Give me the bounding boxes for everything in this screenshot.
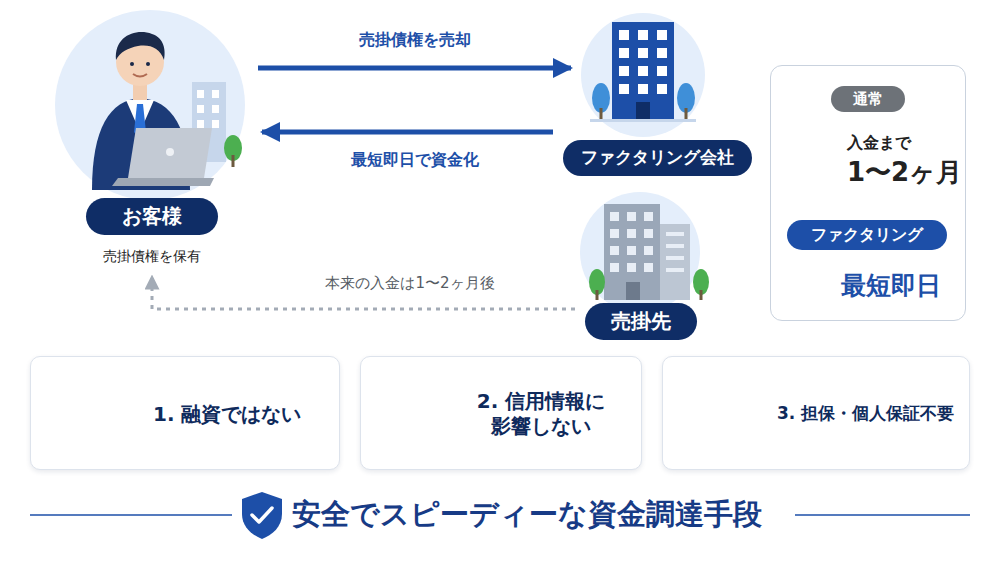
factoring-building-illustration xyxy=(581,13,705,137)
shape-rect xyxy=(666,268,684,272)
feature-text: 1. 融資ではない xyxy=(153,402,301,427)
shape-rect xyxy=(604,204,660,300)
feature-card: 1. 融資ではない xyxy=(30,356,340,470)
client-node: 売掛先 xyxy=(580,190,704,342)
shape-rect xyxy=(627,212,636,221)
shape-rect xyxy=(657,48,667,58)
pill-text: ファクタリング xyxy=(811,225,923,245)
customer-illustration xyxy=(55,10,245,200)
shape-rect xyxy=(212,90,219,98)
shape-circle xyxy=(166,148,174,156)
shape-rect xyxy=(638,84,648,94)
flow-arrow xyxy=(258,66,571,71)
client-pill: 売掛先 xyxy=(585,303,697,340)
shape-circle xyxy=(55,10,245,200)
shape-path xyxy=(242,492,282,539)
shape-rect xyxy=(197,105,204,113)
shape-path xyxy=(133,74,147,77)
shape-circle xyxy=(580,192,700,312)
tagline: 安全でスピーディーな資金調達手段 xyxy=(292,496,762,532)
shape-rect xyxy=(619,84,629,94)
shape-rect xyxy=(644,229,653,238)
feature-text: 3. 担保・個人保証不要 xyxy=(777,403,954,424)
shape-rect xyxy=(212,120,219,128)
shape-path xyxy=(116,32,165,60)
feature-card: 3. 担保・個人保証不要 xyxy=(662,356,970,470)
shape-rect xyxy=(657,30,667,40)
shape-rect xyxy=(590,119,696,122)
feature-card: 2. 信用情報に 影響しない xyxy=(360,356,642,470)
shape-line xyxy=(795,514,970,516)
shape-g xyxy=(610,212,684,272)
factoring-pill: ファクタリング会社 xyxy=(563,140,752,175)
factoring-node: ファクタリング会社 xyxy=(560,12,754,180)
shape-rect xyxy=(610,263,619,272)
shape-rect xyxy=(666,244,684,248)
feature-text: 2. 信用情報に 影響しない xyxy=(471,389,611,439)
client-building-illustration xyxy=(580,192,709,312)
shape-rect xyxy=(644,246,653,255)
shape-rect xyxy=(627,229,636,238)
panel-value: 1〜2ヶ月 xyxy=(847,156,962,189)
shape-rect xyxy=(197,120,204,128)
tagline-decoration xyxy=(30,492,970,539)
shape-rect xyxy=(644,263,653,272)
shape-rect xyxy=(636,102,650,120)
shape-rect xyxy=(619,30,629,40)
shape-g xyxy=(197,90,219,128)
panel-value: 最短即日 xyxy=(841,270,941,301)
arrow-label: 売掛債権を売却 xyxy=(355,30,475,50)
shape-rect xyxy=(612,22,674,120)
shape-rect xyxy=(232,155,235,167)
shape-path xyxy=(112,178,214,186)
shape-rect xyxy=(626,282,640,300)
shape-circle xyxy=(130,62,134,66)
shape-rect xyxy=(666,256,684,260)
shape-circle xyxy=(581,13,705,137)
arrow-label: 最短即日で資金化 xyxy=(347,150,483,170)
shape-rect xyxy=(685,108,688,120)
shape-rect xyxy=(638,66,648,76)
shape-rect xyxy=(610,212,619,221)
shape-rect xyxy=(666,232,684,236)
factoring-pill: ファクタリング xyxy=(787,220,947,250)
shape-rect xyxy=(619,48,629,58)
normal-pill: 通常 xyxy=(831,86,905,113)
shape-rect xyxy=(610,246,619,255)
shape-rect xyxy=(596,290,599,300)
shape-circle xyxy=(146,62,150,66)
shape-path xyxy=(252,508,272,522)
shape-rect xyxy=(638,30,648,40)
customer-pill: お客様 xyxy=(86,198,218,235)
flow-arrow xyxy=(262,130,553,135)
shape-rect xyxy=(657,66,667,76)
shape-g xyxy=(619,30,667,94)
shape-line xyxy=(30,514,232,516)
shape-rect xyxy=(700,290,703,300)
shape-rect xyxy=(644,212,653,221)
arrow-label: 本来の入金は1〜2ヶ月後 xyxy=(321,274,498,293)
shape-rect xyxy=(627,246,636,255)
shape-path xyxy=(128,128,212,178)
shape-rect xyxy=(627,263,636,272)
pill-text: 通常 xyxy=(853,90,883,109)
shape-rect xyxy=(638,48,648,58)
panel-text: 入金まで xyxy=(847,133,911,153)
shape-rect xyxy=(610,229,619,238)
shape-rect xyxy=(660,224,690,300)
shape-rect xyxy=(197,90,204,98)
customer-node: お客様売掛債権を保有 xyxy=(55,10,245,272)
shape-rect xyxy=(619,66,629,76)
customer-note: 売掛債権を保有 xyxy=(103,248,201,266)
shape-rect xyxy=(657,84,667,94)
shape-rect xyxy=(212,105,219,113)
shape-rect xyxy=(600,108,603,120)
comparison-panel: 入金まで 1〜2ヶ月最短即日 通常ファクタリング xyxy=(770,65,966,321)
